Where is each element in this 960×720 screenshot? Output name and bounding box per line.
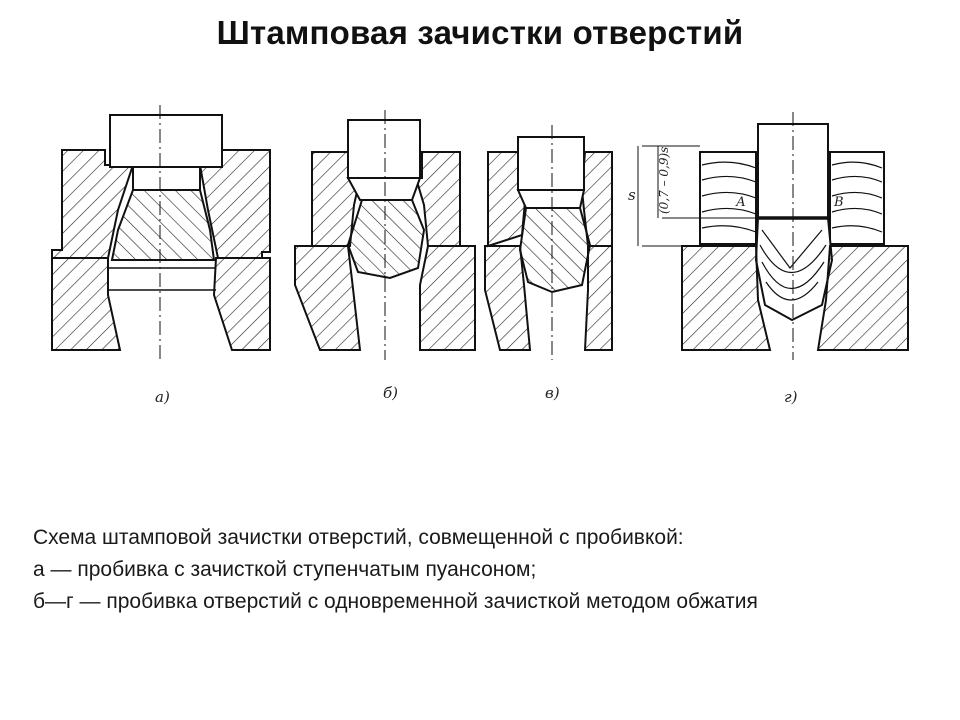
caption-line: а — пробивка с зачисткой ступенчатым пуа…	[33, 558, 537, 581]
die-left	[294, 245, 362, 351]
panel-a	[51, 105, 271, 360]
flow-lines	[701, 161, 883, 233]
panel-label-a: а)	[155, 388, 170, 406]
panel-b	[294, 110, 476, 360]
panel-label-g: г)	[784, 388, 798, 406]
slug	[346, 199, 426, 280]
panel-g	[637, 112, 909, 360]
die-right	[816, 245, 909, 351]
punch	[347, 119, 421, 179]
die-right	[212, 257, 271, 351]
punch	[517, 136, 585, 191]
dimension-depth: (0,7 – 0,9)s	[657, 147, 671, 214]
punch-step	[132, 166, 201, 191]
workpiece-left	[51, 149, 135, 259]
dimension-s: s	[628, 186, 636, 204]
stamping-diagram: а) б) в)	[51, 105, 909, 406]
die-left	[484, 245, 532, 351]
punch	[109, 114, 223, 168]
caption: Схема штамповой зачистки отверстий, совм…	[33, 522, 933, 618]
slug	[518, 207, 592, 294]
slide-title: Штамповая зачистки отверстий	[216, 14, 744, 51]
caption-line: б—г — пробивка отверстий с одновременной…	[33, 590, 758, 613]
panel-label-b: б)	[383, 384, 398, 402]
die-right	[419, 245, 476, 351]
caption-line: Схема штамповой зачистки отверстий, совм…	[33, 526, 684, 549]
point-label-b: В	[833, 195, 844, 210]
panel-v	[484, 125, 613, 360]
point-label-a: А	[735, 195, 746, 210]
workpiece-right	[829, 151, 885, 245]
die-left	[51, 257, 122, 351]
slug	[110, 189, 216, 261]
die-right	[583, 245, 613, 351]
die-left	[681, 245, 772, 351]
panel-label-v: в)	[545, 384, 560, 402]
slug	[754, 217, 834, 322]
